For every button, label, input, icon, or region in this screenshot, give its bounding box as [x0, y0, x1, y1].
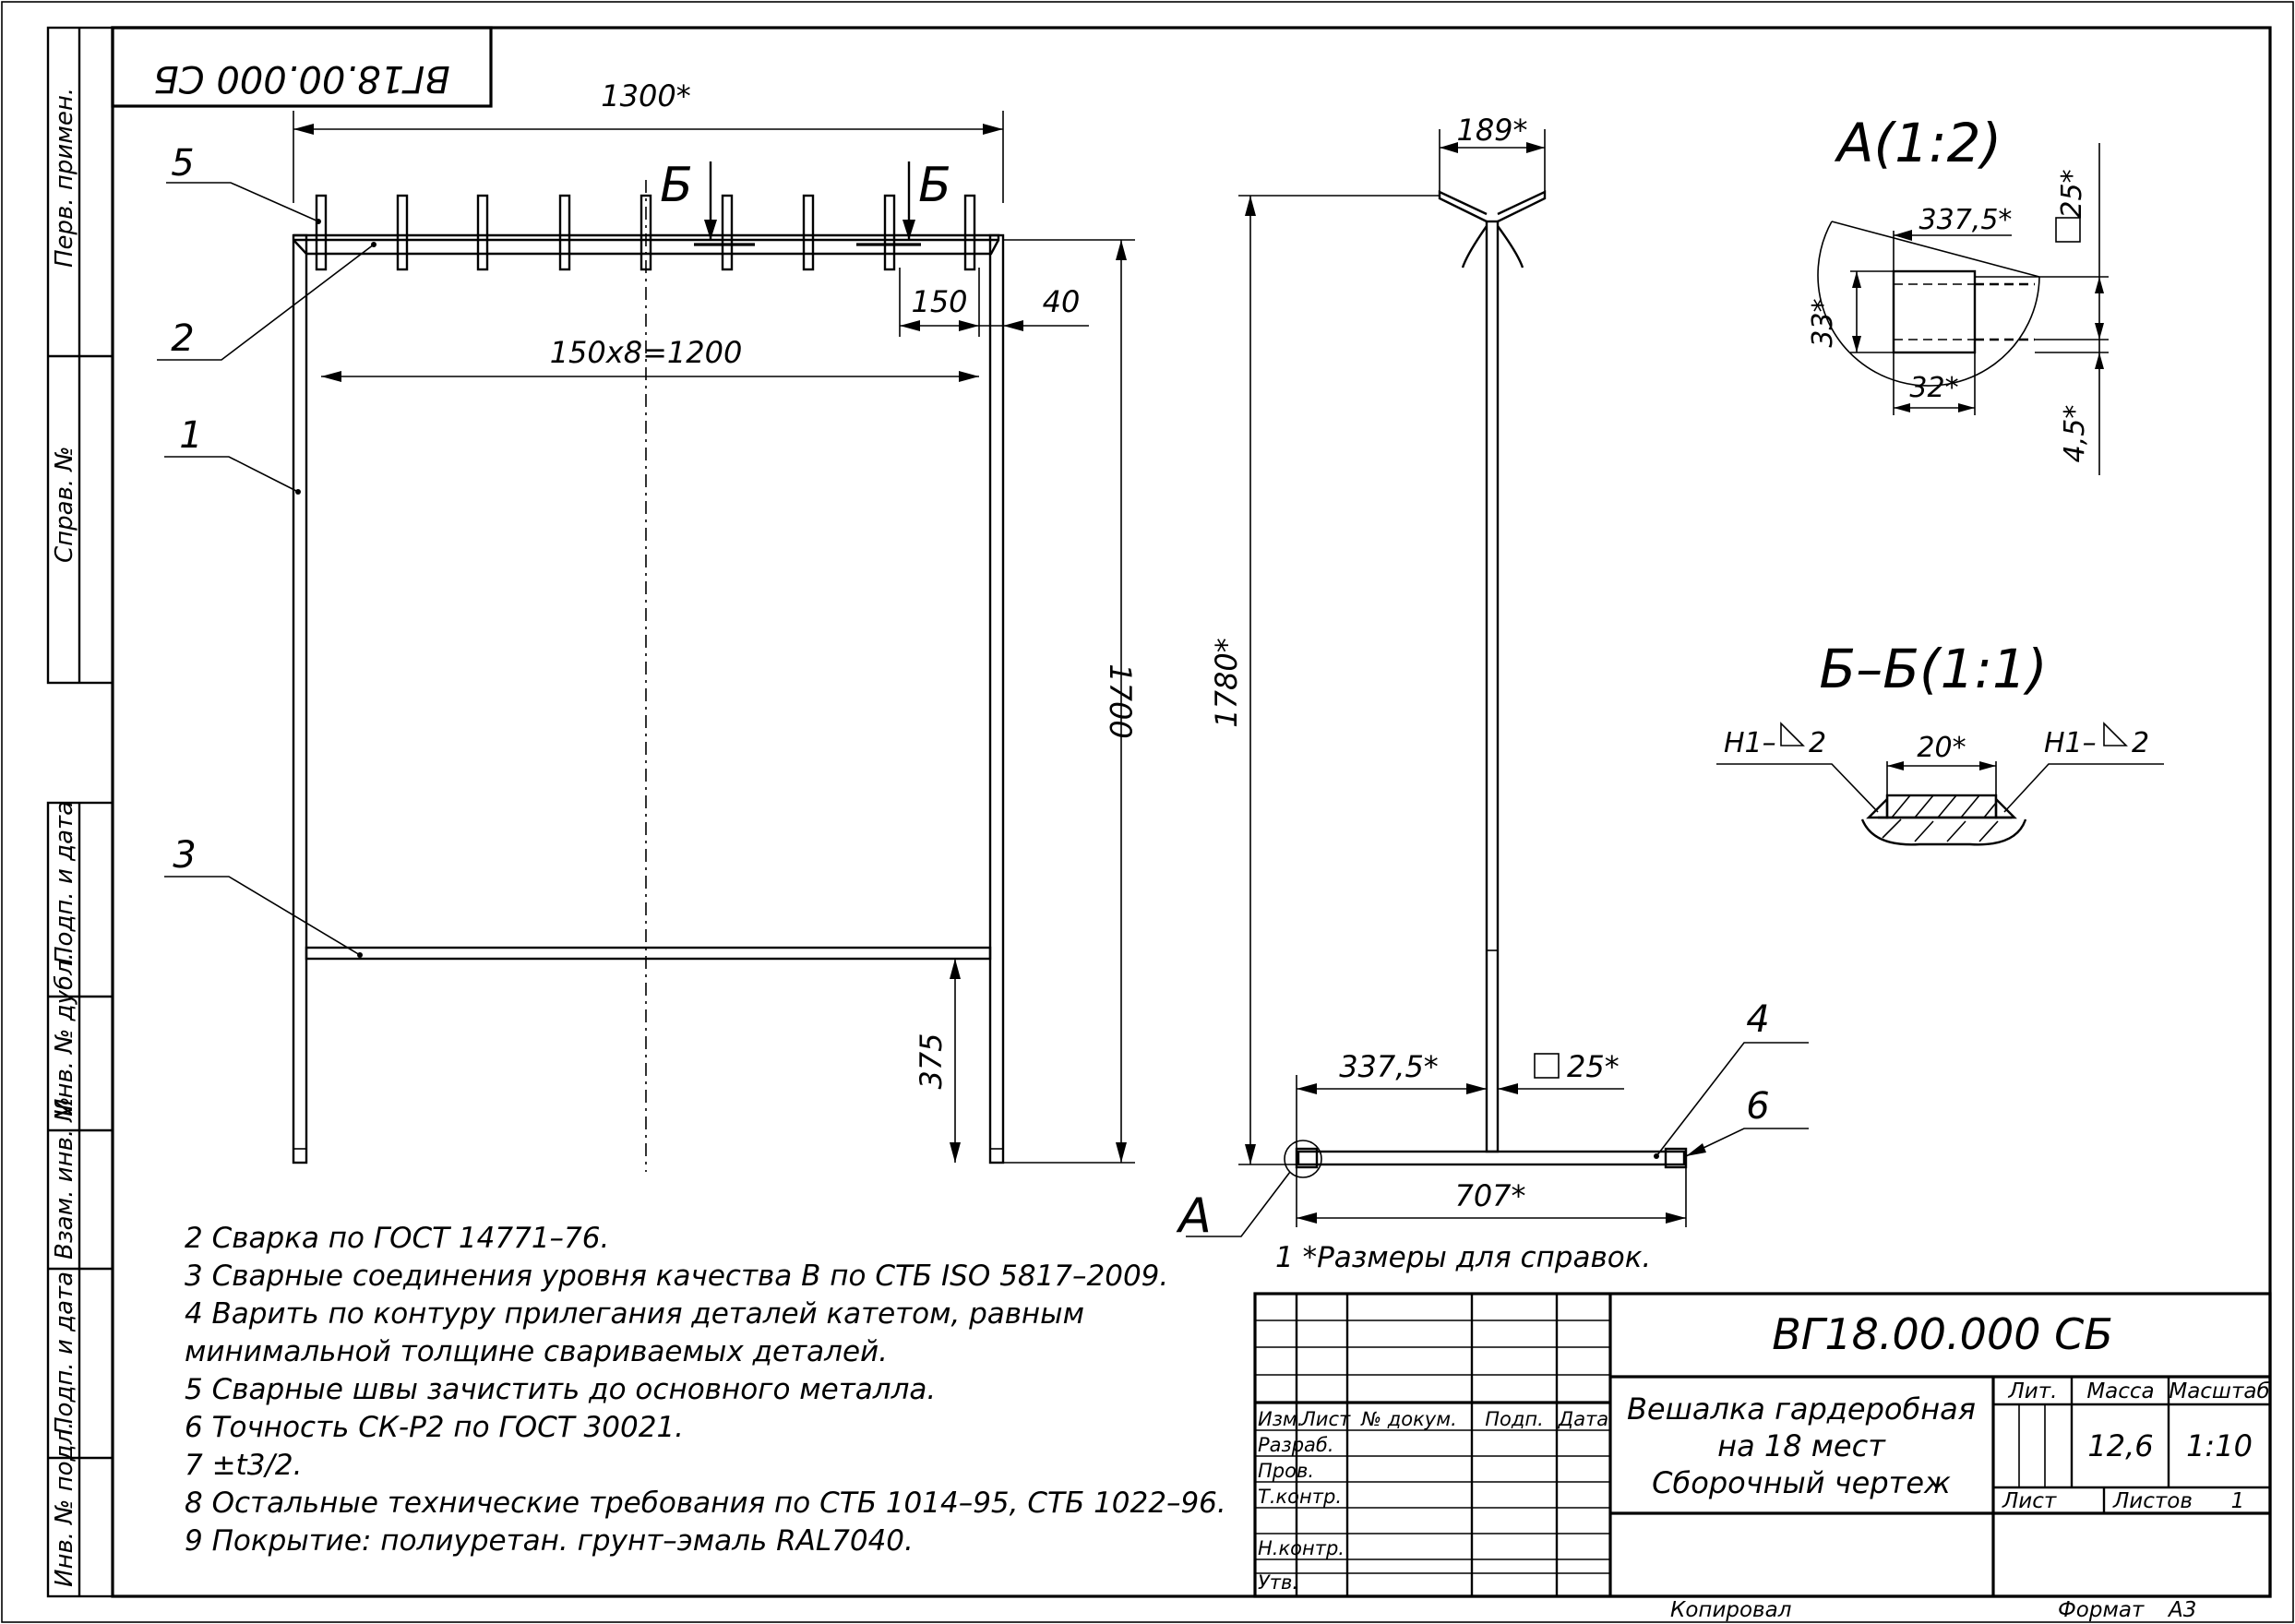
hooks [315, 194, 976, 271]
note-line: 8 Остальные технические требования по СТ… [185, 1487, 1226, 1520]
footer-format: Формат [2058, 1598, 2145, 1622]
dim-150: 150 [911, 284, 967, 319]
detail-mark-a: А [1176, 1188, 1212, 1244]
position-6: 6 [1746, 1085, 1769, 1128]
side-label-dup-inv: Инв. № дубл. [51, 952, 78, 1116]
col-doc: № докум. [1360, 1408, 1457, 1430]
col-list: Лист [1300, 1408, 1351, 1430]
row-utv: Утв. [1258, 1571, 1298, 1594]
detail-a [1817, 143, 2109, 475]
title-name-line1: Вешалка гардеробная [1627, 1391, 1976, 1427]
detail-a-dim-32: 32* [1909, 372, 1958, 404]
designation-mirrored: ВГ18.00.000 СБ [153, 57, 449, 100]
scale-label: Масштаб [2169, 1379, 2269, 1403]
side-view [1186, 129, 1809, 1237]
sheets-value: 1 [2231, 1489, 2245, 1513]
dim-width-1300: 1300* [601, 78, 690, 113]
side-label-mutual-inv: Взам. инв. № [51, 1096, 78, 1260]
position-1: 1 [179, 414, 202, 457]
title-designation: ВГ18.00.000 СБ [1772, 1309, 2113, 1359]
note-line: 7 ±t3/2. [185, 1449, 302, 1482]
col-sign: Подп. [1485, 1408, 1544, 1430]
col-date: Дата [1558, 1408, 1608, 1430]
note-line: 3 Сварные соединения уровня качества В п… [185, 1260, 1168, 1293]
section-b [1716, 722, 2164, 846]
dim-375: 375 [914, 1033, 949, 1089]
side-label-first-use: Перв. примен. [51, 88, 78, 268]
front-view [157, 111, 1135, 1172]
note-line: минимальной толщине свариваемых деталей. [185, 1335, 888, 1368]
dim-hooks-1200: 150x8=1200 [550, 335, 743, 370]
dim-half-337: 337,5* [1339, 1049, 1439, 1084]
section-b-dim-width: 20* [1917, 732, 1966, 764]
position-3: 3 [173, 834, 196, 877]
side-label-orig-inv: Инв. № подл. [51, 1422, 78, 1587]
scale-value: 1:10 [2186, 1428, 2253, 1463]
row-prov: Пров. [1258, 1460, 1314, 1482]
col-izm: Изм. [1258, 1408, 1303, 1430]
section-mark-right: Б [918, 158, 951, 213]
technical-notes: 2 Сварка по ГОСТ 14771–76. 3 Сварные сое… [185, 1222, 1226, 1558]
section-mark-left: Б [660, 158, 693, 213]
side-label-ref-no: Справ. № [51, 447, 78, 563]
note-line: 6 Точность СК-Р2 по ГОСТ 30021. [185, 1411, 684, 1444]
dim-square-25: 25* [1567, 1049, 1620, 1084]
title-name-line2: на 18 мест [1717, 1428, 1886, 1463]
note-line: 5 Сварные швы зачистить до основного мет… [185, 1373, 936, 1406]
sheets-label: Листов [2112, 1489, 2193, 1513]
weld-left-label: Н1– [1724, 727, 1776, 759]
note-line: 9 Покрытие: полиуретан. грунт–эмаль RAL7… [185, 1524, 914, 1558]
row-nkontr: Н.контр. [1258, 1537, 1345, 1559]
position-4: 4 [1746, 998, 1769, 1041]
sheet-label: Лист [2002, 1489, 2057, 1513]
lit-label: Лит. [2008, 1379, 2058, 1403]
title-name-line3: Сборочный чертеж [1652, 1465, 1951, 1500]
detail-a-dim-45: 4,5* [2059, 405, 2091, 463]
side-label-sign-date-1: Подп. и дата [51, 801, 78, 964]
weld-right-label: Н1– [2044, 727, 2097, 759]
dim-40: 40 [1043, 284, 1081, 319]
footer-copied: Копировал [1670, 1598, 1792, 1622]
ref-note: 1 *Размеры для справок. [1275, 1241, 1651, 1274]
detail-a-title: А(1:2) [1834, 112, 2002, 174]
position-2: 2 [171, 317, 194, 360]
weld-left-leg: 2 [1809, 727, 1826, 759]
note-line: 4 Варить по контуру прилегания деталей к… [185, 1297, 1084, 1331]
section-b-title: Б–Б(1:1) [1819, 638, 2047, 700]
mass-label: Масса [2086, 1379, 2154, 1403]
row-tkontr: Т.контр. [1258, 1486, 1342, 1508]
detail-a-dim-33: 33* [1807, 298, 1839, 347]
title-block [1253, 1292, 2272, 1598]
footer-format-value: А3 [2167, 1598, 2196, 1622]
detail-a-dim-len: 337,5* [1919, 204, 2013, 236]
side-label-sign-date-2: Подп. и дата [51, 1272, 78, 1435]
mass-value: 12,6 [2087, 1428, 2153, 1463]
note-line: 2 Сварка по ГОСТ 14771–76. [185, 1222, 609, 1255]
dim-height-1780: 1780* [1209, 638, 1244, 727]
position-5: 5 [171, 142, 194, 185]
weld-right-leg: 2 [2132, 727, 2149, 759]
dim-top-189: 189* [1456, 113, 1527, 148]
detail-a-dim-square: 25* [2056, 169, 2088, 218]
dim-base-707: 707* [1454, 1178, 1525, 1213]
row-razrab: Разраб. [1258, 1434, 1334, 1456]
dim-height-1700: 1700 [1103, 663, 1138, 738]
